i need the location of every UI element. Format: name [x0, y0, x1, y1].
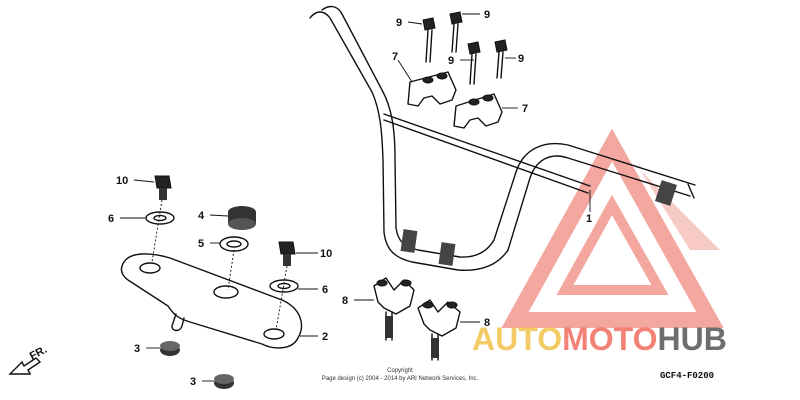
watermark-auto: AUTO	[472, 321, 562, 357]
nut-3b	[214, 374, 234, 389]
label-10a: 10	[116, 175, 128, 187]
copyright-line-1: Copyright	[387, 368, 413, 374]
watermark-brand: AUTOMOTOHUB	[472, 321, 727, 357]
label-7b: 7	[522, 103, 528, 115]
label-6b: 6	[322, 284, 328, 296]
label-3a: 3	[134, 343, 140, 355]
label-1: 1	[586, 213, 592, 225]
label-8a: 8	[342, 295, 348, 307]
lower-holder-left	[373, 277, 415, 341]
watermark-moto: MOTO	[562, 321, 657, 357]
top-bridge-plate	[120, 253, 303, 349]
bolt-10b	[278, 241, 296, 266]
bolt-9c	[467, 41, 481, 85]
cap-4	[228, 206, 256, 230]
label-2: 2	[322, 331, 328, 343]
bolt-9a	[422, 17, 436, 63]
label-9a: 9	[396, 17, 402, 29]
label-10b: 10	[320, 248, 332, 260]
leader-lines	[120, 13, 591, 382]
bolt-9b	[449, 11, 463, 53]
label-9c: 9	[448, 55, 454, 67]
front-direction-marker: FR.	[8, 344, 49, 375]
lower-holder-right	[417, 299, 461, 361]
upper-holder-right	[453, 93, 503, 129]
handlebar	[309, 5, 696, 271]
explode-lines	[151, 199, 288, 331]
bolt-9d	[494, 39, 508, 79]
copyright-line-2: Page design (c) 2004 - 2014 by ARI Netwo…	[322, 376, 479, 382]
svg-text:AUTOMOTOHUB: AUTOMOTOHUB	[472, 321, 727, 357]
label-6a: 6	[108, 213, 114, 225]
label-8b: 8	[484, 317, 490, 329]
label-7a: 7	[392, 51, 398, 63]
front-label: FR.	[28, 344, 49, 363]
upper-holder-left	[407, 71, 457, 107]
washer-5	[219, 236, 249, 252]
label-5: 5	[198, 238, 204, 250]
watermark-hub: HUB	[657, 321, 726, 357]
label-9d: 9	[518, 53, 524, 65]
nut-3a	[160, 341, 180, 356]
bolt-10a	[154, 175, 172, 200]
label-4: 4	[198, 210, 205, 222]
diagram-code: GCF4-F0200	[660, 371, 714, 381]
label-9b: 9	[484, 9, 490, 21]
label-3b: 3	[190, 376, 196, 388]
